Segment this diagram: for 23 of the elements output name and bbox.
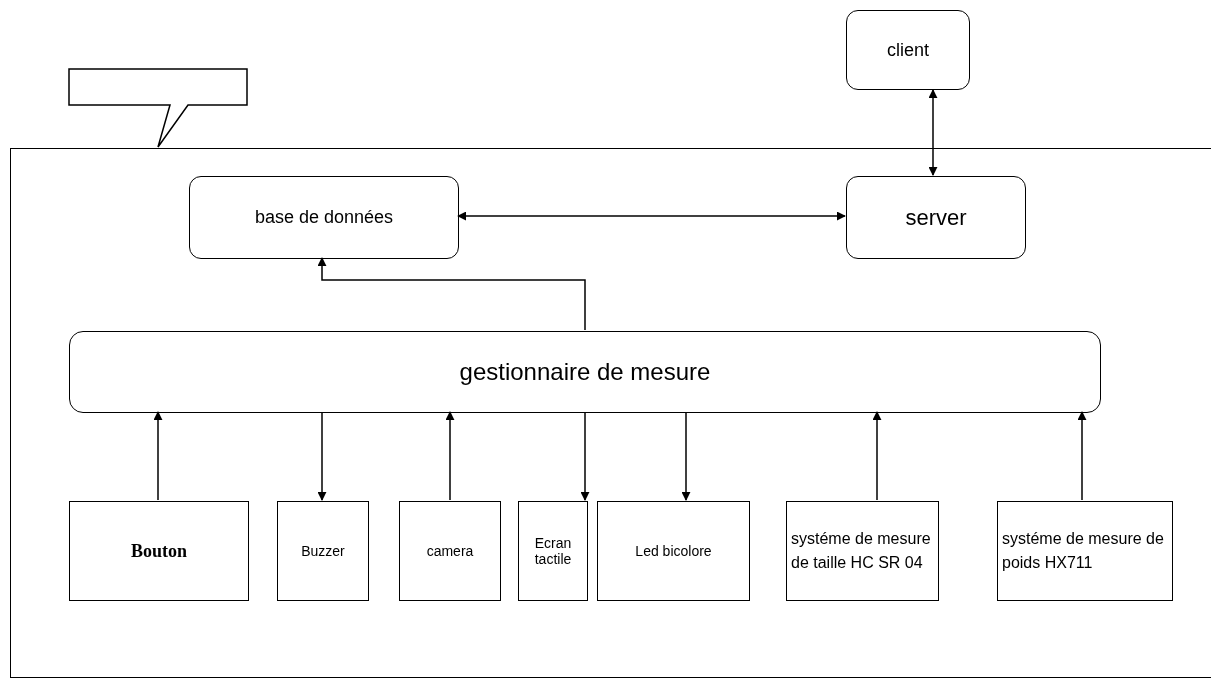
component-box: Buzzer [277,501,369,601]
component-box: Bouton [69,501,249,601]
server-box: server [846,176,1026,259]
arrow [928,89,938,176]
arrow [580,411,590,501]
arrow [681,411,691,501]
component-box: Ecran tactile [518,501,588,601]
callout-box [68,68,248,148]
arrow [153,411,163,501]
component-box: systéme de mesure de poids HX711 [997,501,1173,601]
arrow [1077,411,1087,501]
component-box: systéme de mesure de taille HC SR 04 [786,501,939,601]
arrow [872,411,882,501]
arrow [317,257,586,331]
database-box: base de données [189,176,459,259]
arrow [317,411,327,501]
system-frame [10,148,1211,678]
arrow [457,211,846,221]
process-box: gestionnaire de mesure [69,331,1101,413]
client-box: client [846,10,970,90]
arrow [445,411,455,501]
component-box: Led bicolore [597,501,750,601]
component-box: camera [399,501,501,601]
